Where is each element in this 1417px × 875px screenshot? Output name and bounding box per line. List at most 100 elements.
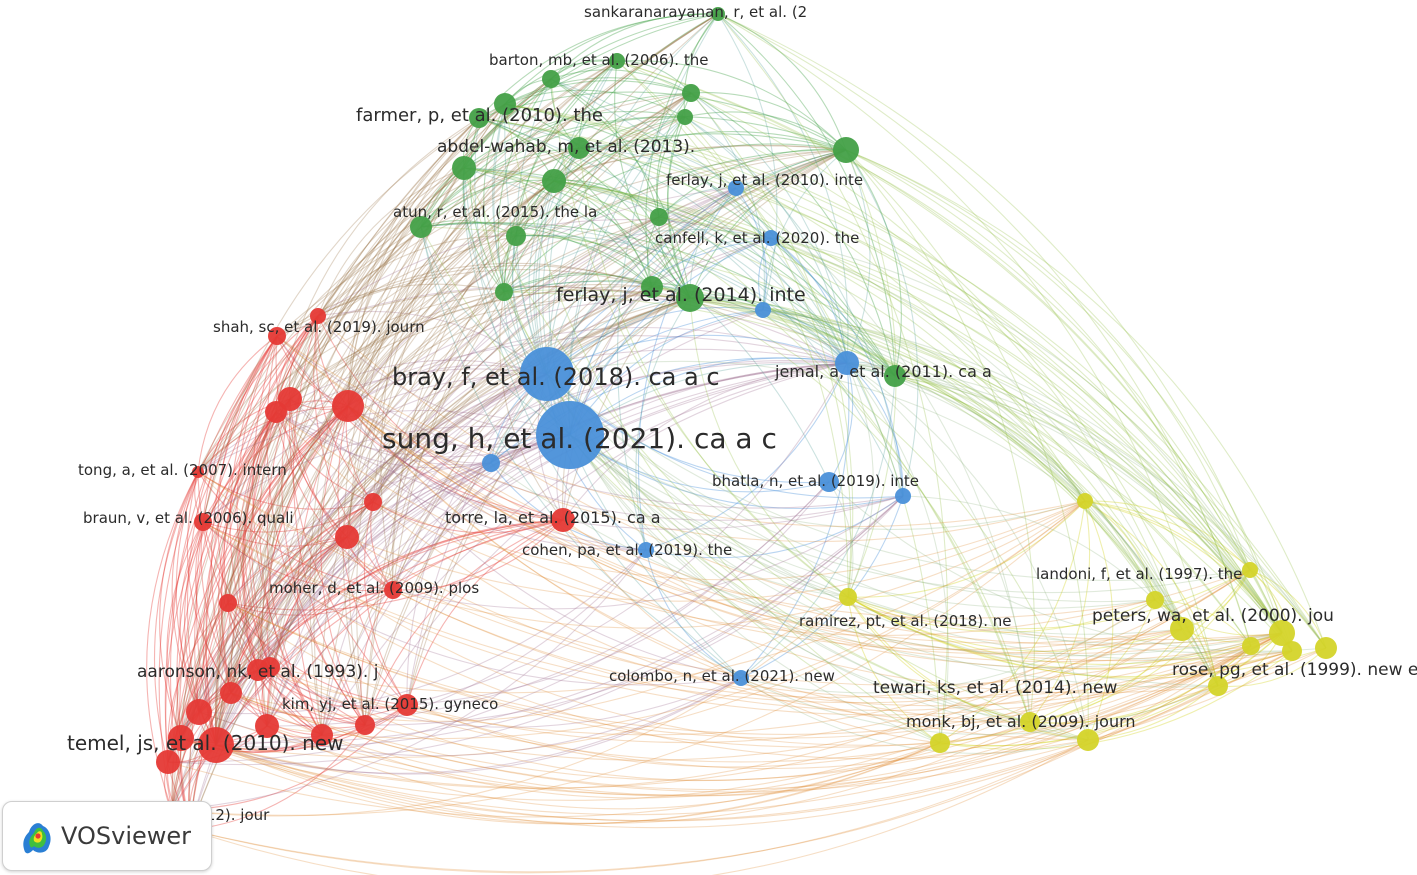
node-b7[interactable] xyxy=(482,454,500,472)
node-r5[interactable] xyxy=(332,390,364,422)
label-rose[interactable]: rose, pg, et al. (1999). new e xyxy=(1172,660,1417,680)
citation-link xyxy=(202,521,1283,704)
node-b4[interactable] xyxy=(835,351,859,375)
node-g14[interactable] xyxy=(650,208,668,226)
label-cohen[interactable]: cohen, pa, et al. (2019). the xyxy=(522,541,732,559)
node-b9[interactable] xyxy=(895,488,911,504)
node-g10[interactable] xyxy=(542,169,566,193)
node-g11[interactable] xyxy=(833,137,859,163)
node-g3[interactable] xyxy=(542,70,560,88)
node-r1[interactable] xyxy=(192,466,204,478)
label-ferlay-2010[interactable]: ferlay, j, et al. (2010). inte xyxy=(666,171,863,189)
node-y6[interactable] xyxy=(1282,641,1302,661)
node-r18[interactable] xyxy=(198,727,234,763)
node-g2[interactable] xyxy=(609,53,625,69)
node-b3[interactable] xyxy=(755,302,771,318)
label-braun[interactable]: braun, v, et al. (2006). quali xyxy=(83,509,294,527)
node-g15[interactable] xyxy=(495,283,513,301)
node-r10[interactable] xyxy=(219,594,237,612)
node-y11[interactable] xyxy=(930,733,950,753)
citation-link xyxy=(210,335,278,694)
node-y7[interactable] xyxy=(1315,637,1337,659)
label-torre[interactable]: torre, la, et al. (2015). ca a xyxy=(445,508,661,527)
label-moher[interactable]: moher, d, et al. (2009). plos xyxy=(269,579,479,597)
node-r2[interactable] xyxy=(268,327,286,345)
node-b6[interactable] xyxy=(536,401,604,469)
node-r22[interactable] xyxy=(355,715,375,735)
vosviewer-logo-box[interactable]: VOSviewer xyxy=(2,801,212,871)
label-abdel-wahab[interactable]: abdel-wahab, m, et al. (2013). xyxy=(437,137,695,157)
node-y4[interactable] xyxy=(1269,620,1295,646)
node-b11[interactable] xyxy=(733,670,749,686)
node-g13[interactable] xyxy=(506,226,526,246)
node-g9[interactable] xyxy=(452,156,476,180)
label-bhatla[interactable]: bhatla, n, et al. (2019). inte xyxy=(712,472,919,490)
node-y12[interactable] xyxy=(1242,562,1258,578)
node-r9[interactable] xyxy=(335,525,359,549)
node-r6[interactable] xyxy=(265,401,287,423)
label-peters[interactable]: peters, wa, et al. (2000). jou xyxy=(1092,606,1334,626)
node-y3[interactable] xyxy=(1170,617,1194,641)
label-farmer[interactable]: farmer, p, et al. (2010). the xyxy=(356,105,603,126)
node-g17[interactable] xyxy=(676,284,704,312)
node-y10[interactable] xyxy=(1077,729,1099,751)
label-atun[interactable]: atun, r, et al. (2015). the la xyxy=(393,203,597,221)
node-r12[interactable] xyxy=(551,508,575,532)
node-b5[interactable] xyxy=(520,347,574,401)
node-r8[interactable] xyxy=(364,493,382,511)
label-landoni[interactable]: landoni, f, et al. (1997). the xyxy=(1036,565,1242,583)
label-aaronson[interactable]: aaronson, nk, et al. (1993). j xyxy=(137,662,378,682)
label-bray[interactable]: bray, f, et al. (2018). ca a c xyxy=(392,363,720,391)
node-y2[interactable] xyxy=(839,588,857,606)
node-y9[interactable] xyxy=(1020,712,1040,732)
label-jemal[interactable]: jemal, a, et al. (2011). ca a xyxy=(774,362,992,381)
node-b2[interactable] xyxy=(763,230,779,246)
node-r23[interactable] xyxy=(396,694,418,716)
node-y5[interactable] xyxy=(1242,637,1260,655)
node-g1[interactable] xyxy=(711,7,725,21)
label-monk[interactable]: monk, bj, et al. (2009). journ xyxy=(906,712,1136,731)
node-b1[interactable] xyxy=(728,180,744,196)
node-r16[interactable] xyxy=(186,699,212,725)
citation-link xyxy=(499,291,564,521)
label-barton[interactable]: barton, mb, et al. (2006). the xyxy=(489,51,708,69)
label-sankaranarayanan[interactable]: sankaranarayanan, r, et al. (2 xyxy=(584,3,807,21)
label-kim[interactable]: kim, yj, et al. (2015). gyneco xyxy=(282,695,498,713)
node-r11[interactable] xyxy=(384,581,402,599)
node-b10[interactable] xyxy=(638,542,654,558)
node-b8[interactable] xyxy=(819,472,839,492)
citation-link xyxy=(689,297,1156,601)
node-y13[interactable] xyxy=(1146,591,1164,609)
label-ramirez[interactable]: ramirez, pt, et al. (2018). ne xyxy=(799,612,1011,630)
label-colombo[interactable]: colombo, n, et al. (2021). new xyxy=(609,667,835,685)
node-y8[interactable] xyxy=(1208,676,1228,696)
label-tong[interactable]: tong, a, et al. (2007). intern xyxy=(78,461,287,479)
node-g5[interactable] xyxy=(494,93,516,115)
label-shah[interactable]: shah, sc, et al. (2019). journ xyxy=(213,318,425,336)
node-r14[interactable] xyxy=(247,659,269,681)
node-g16[interactable] xyxy=(641,276,663,298)
node-y1[interactable] xyxy=(1077,493,1093,509)
node-r20[interactable] xyxy=(156,750,180,774)
label-ferlay-2014[interactable]: ferlay, j, et al. (2014). inte xyxy=(556,284,806,306)
node-r15[interactable] xyxy=(220,682,242,704)
label-canfell[interactable]: canfell, k, et al. (2020). the xyxy=(655,229,859,247)
label-sung[interactable]: sung, h, et al. (2021). ca a c xyxy=(382,422,777,455)
citation-link xyxy=(478,117,848,364)
node-g18[interactable] xyxy=(884,365,906,387)
node-r3[interactable] xyxy=(310,308,326,324)
label-tewari[interactable]: tewari, ks, et al. (2014). new xyxy=(873,678,1118,698)
node-r17[interactable] xyxy=(255,714,279,738)
node-g4[interactable] xyxy=(682,84,700,102)
node-g12[interactable] xyxy=(410,216,432,238)
node-r21[interactable] xyxy=(311,724,333,746)
node-r19[interactable] xyxy=(168,725,194,751)
label-temel[interactable]: temel, js, et al. (2010). new xyxy=(67,731,343,755)
node-g6[interactable] xyxy=(469,108,489,128)
node-g8[interactable] xyxy=(568,137,590,159)
citation-link xyxy=(553,180,1183,630)
citation-link xyxy=(205,398,291,746)
node-r7[interactable] xyxy=(194,513,212,531)
node-g7[interactable] xyxy=(677,109,693,125)
